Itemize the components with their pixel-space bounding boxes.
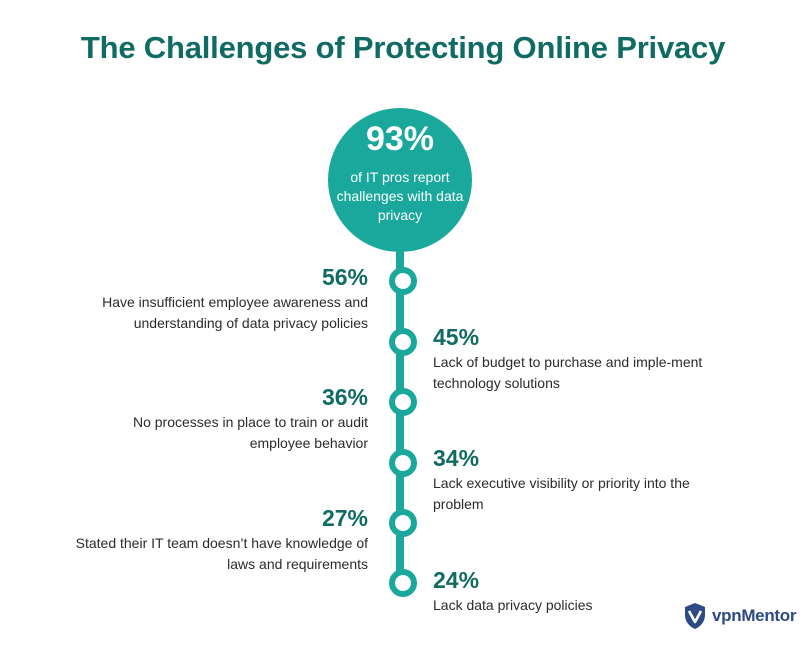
stat-value: 36%: [321, 384, 368, 410]
hero-value: 93%: [365, 120, 435, 158]
timeline-node-5: [389, 509, 417, 537]
stat-item-1: 56% Have insufficient employee awareness…: [58, 264, 368, 334]
stat-value: 45%: [433, 324, 480, 350]
brand-logo: vpnMentor: [683, 601, 796, 631]
stat-item-4: 34% Lack executive visibility or priorit…: [433, 445, 743, 515]
stat-item-5: 27% Stated their IT team doesn’t have kn…: [68, 505, 368, 575]
stat-value: 27%: [321, 505, 368, 531]
stat-description: Lack data privacy policies: [433, 597, 593, 613]
hero-description: of IT pros report challenges with data p…: [336, 169, 464, 223]
stat-value: 34%: [433, 445, 480, 471]
stat-description: Stated their IT team doesn’t have knowle…: [75, 535, 368, 572]
timeline-node-3: [389, 388, 417, 416]
brand-name: vpnMentor: [712, 606, 797, 625]
timeline-node-1: [389, 267, 417, 295]
shield-logo-icon: [685, 603, 705, 629]
stat-item-3: 36% No processes in place to train or au…: [98, 384, 368, 454]
stat-description: Lack executive visibility or priority in…: [433, 475, 690, 512]
stat-value: 56%: [321, 264, 368, 290]
timeline-node-4: [389, 449, 417, 477]
stat-description: Have insufficient employee awareness and…: [102, 294, 368, 331]
timeline-node-2: [389, 328, 417, 356]
stat-description: Lack of budget to purchase and imple-men…: [433, 354, 703, 391]
page-title: The Challenges of Protecting Online Priv…: [80, 30, 726, 65]
stat-item-2: 45% Lack of budget to purchase and imple…: [433, 324, 718, 394]
hero-circle: 93% of IT pros report challenges with da…: [328, 108, 472, 252]
timeline-node-6: [389, 569, 417, 597]
stat-description: No processes in place to train or audit …: [132, 414, 368, 451]
stat-value: 24%: [433, 567, 480, 593]
stat-item-6: 24% Lack data privacy policies: [433, 567, 733, 616]
